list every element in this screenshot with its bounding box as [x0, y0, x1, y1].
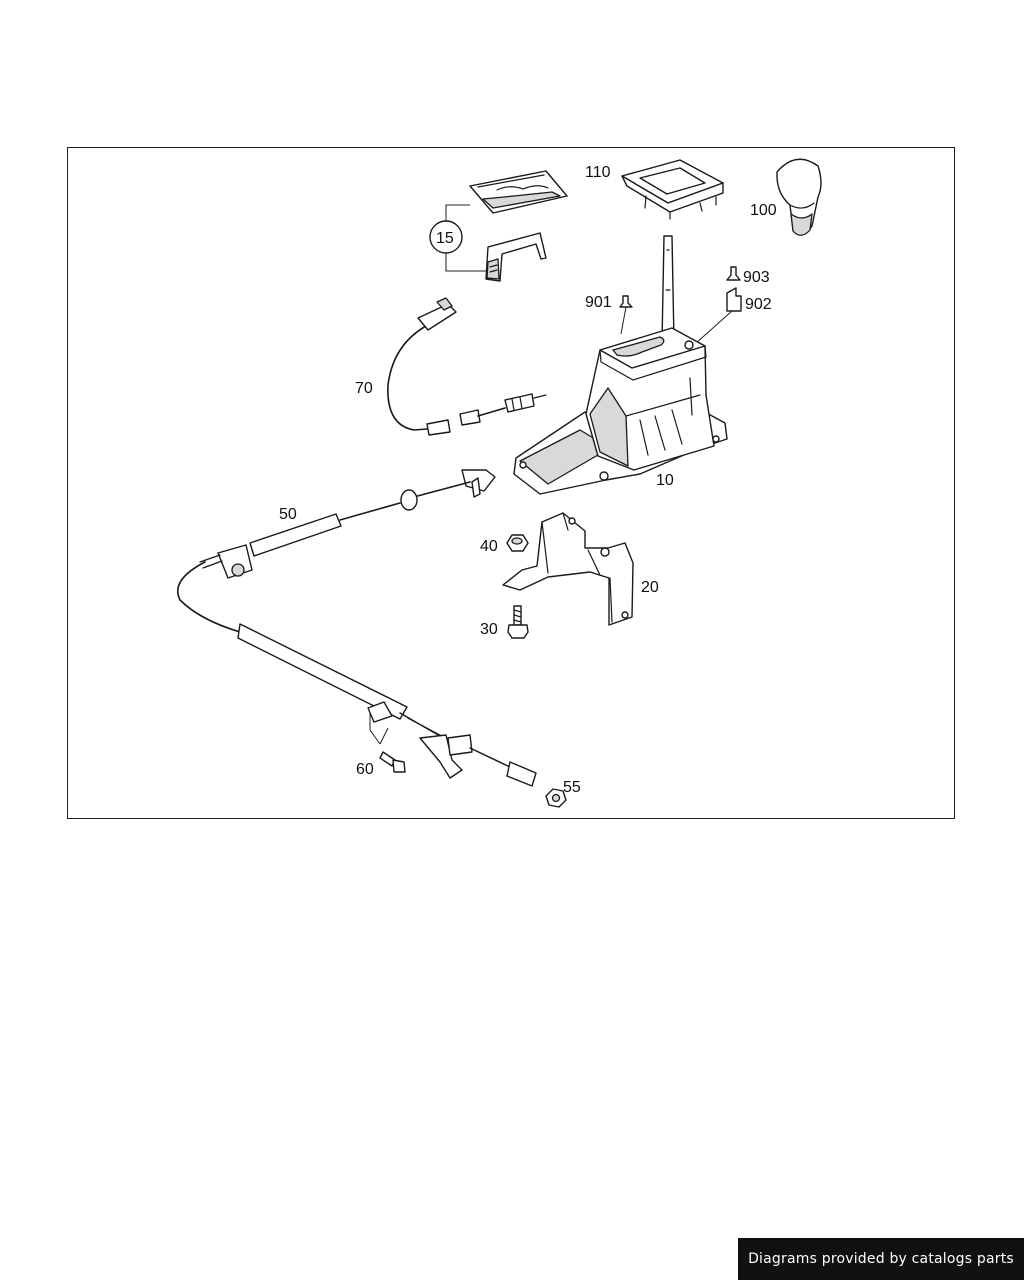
part-100-shift-knob: [776, 158, 822, 236]
label-part-50: 50: [279, 506, 297, 523]
label-part-55: 55: [563, 779, 581, 796]
label-part-70: 70: [355, 380, 373, 397]
label-part-10: 10: [656, 472, 674, 489]
part-50-shift-cable: [177, 469, 537, 787]
part-60-bolt: [369, 712, 406, 773]
part-15-callout-circle: [429, 220, 463, 254]
diagram-credit-badge: Diagrams provided by catalogs parts: [738, 1238, 1024, 1280]
part-110-shift-trim: [621, 159, 724, 220]
part-15-bezel-plate: [469, 170, 568, 214]
part-20-bracket: [502, 512, 634, 626]
label-part-901: 901: [585, 294, 612, 311]
part-30-bolt: [507, 605, 529, 639]
diagram-frame: [67, 147, 955, 819]
part-903-pin: [726, 266, 741, 281]
part-40-nut: [506, 534, 529, 552]
part-10-shifter-housing: [513, 235, 728, 495]
label-part-40: 40: [480, 538, 498, 555]
part-55-nut: [545, 788, 567, 808]
label-part-15: 15: [436, 230, 454, 247]
label-part-903: 903: [743, 269, 770, 286]
label-part-30: 30: [480, 621, 498, 638]
label-part-100: 100: [750, 202, 777, 219]
label-part-902: 902: [745, 296, 772, 313]
label-part-110: 110: [585, 164, 611, 181]
label-part-60: 60: [356, 761, 374, 778]
label-part-20: 20: [641, 579, 659, 596]
part-70-interlock-cable: [387, 297, 547, 436]
part-901-pin: [619, 295, 633, 335]
part-15-clip: [485, 232, 547, 282]
part-902-cap: [694, 287, 742, 345]
